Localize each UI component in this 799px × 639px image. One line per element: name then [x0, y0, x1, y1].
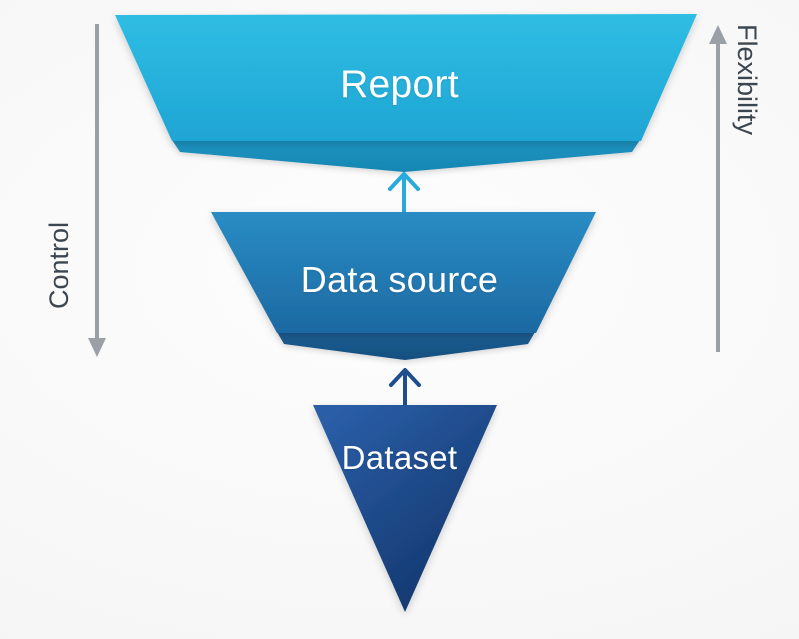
arrow-head-up-icon: [709, 25, 727, 44]
funnel-stage-report[interactable]: [115, 14, 697, 172]
axis-control-arrow: [88, 24, 106, 357]
arrow-head-down-icon: [88, 338, 106, 357]
data-source-shape: [211, 212, 596, 333]
dataset-shape: [313, 405, 497, 612]
connector-dataset-to-data-source: [389, 368, 421, 408]
arrow-head-up-icon: [389, 368, 421, 387]
arrow-head-up-icon: [388, 172, 420, 191]
data-source-fold: [277, 332, 535, 360]
report-shape: [115, 14, 697, 141]
report-fold: [172, 140, 640, 172]
funnel-stage-data-source[interactable]: [211, 212, 596, 360]
connector-data-source-to-report: [388, 172, 420, 215]
funnel-stage-dataset[interactable]: [313, 405, 497, 612]
axis-flexibility-arrow: [709, 25, 727, 352]
